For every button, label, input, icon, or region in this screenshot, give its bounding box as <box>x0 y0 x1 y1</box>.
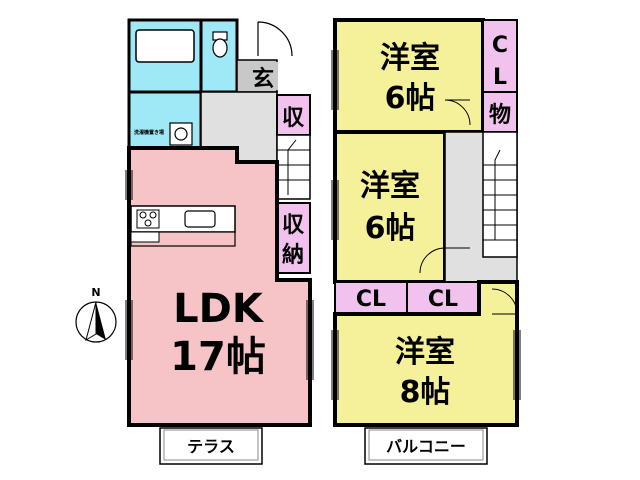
bedroom-middle-name: 洋室 <box>360 169 420 204</box>
closet-right <box>406 281 480 315</box>
sink-icon <box>174 127 188 141</box>
terrace-inner <box>163 429 259 461</box>
bedroom-middle-size: 6帖 <box>365 211 416 246</box>
stairs-1f <box>276 134 311 200</box>
bathtub <box>135 29 195 63</box>
window-marks-2f <box>331 50 521 400</box>
fridge-space <box>130 231 160 243</box>
bedroom-middle <box>333 130 447 284</box>
burner-icon <box>144 219 152 227</box>
bedroom-lower-size: 8帖 <box>400 375 451 410</box>
bedroom-lower <box>333 280 519 427</box>
stair-arrow-2f <box>494 149 501 240</box>
balcony-label: バルコニー <box>386 437 466 456</box>
stair-steps-1f <box>277 149 310 181</box>
bedroom-upper-size: 6帖 <box>385 81 436 116</box>
storage-label-top: 収 <box>282 213 305 238</box>
bedroom-upper-name: 洋室 <box>380 41 440 76</box>
burner-icon <box>149 211 157 219</box>
bedroom-lower-name: 洋室 <box>395 335 455 370</box>
stove-icon <box>136 209 160 229</box>
storage-label-bottom: 納 <box>282 242 304 268</box>
closet-c-label: C <box>492 33 508 58</box>
stair-steps-2f <box>483 164 517 241</box>
closet-right-label: CL <box>428 287 458 312</box>
balcony-inner <box>368 429 484 461</box>
entrance-label: 玄 <box>252 66 274 92</box>
toilet-bowl-icon <box>212 38 228 58</box>
compass-north-label: N <box>91 286 100 299</box>
ldk-name: LDK <box>173 286 265 332</box>
washer-space-label: 洗濯機置き場 <box>134 129 164 136</box>
window-marks-1f <box>125 170 314 380</box>
closet-mono-label: 物 <box>489 102 511 128</box>
stair-arrow-1f <box>287 139 297 195</box>
storage-small-label: 収 <box>282 106 305 131</box>
terrace-label: テラス <box>187 437 235 456</box>
closet-left-label: CL <box>356 287 386 312</box>
burner-icon <box>139 211 147 219</box>
ldk-size: 17帖 <box>170 334 266 380</box>
bedroom-upper <box>333 18 485 134</box>
kitchen-sink-icon <box>184 210 216 228</box>
door-swings-2f <box>419 99 518 315</box>
closet-l-label: L <box>493 65 507 90</box>
entrance-label-box <box>248 62 278 90</box>
entrance-door <box>257 21 293 57</box>
compass-icon: N <box>75 286 117 343</box>
